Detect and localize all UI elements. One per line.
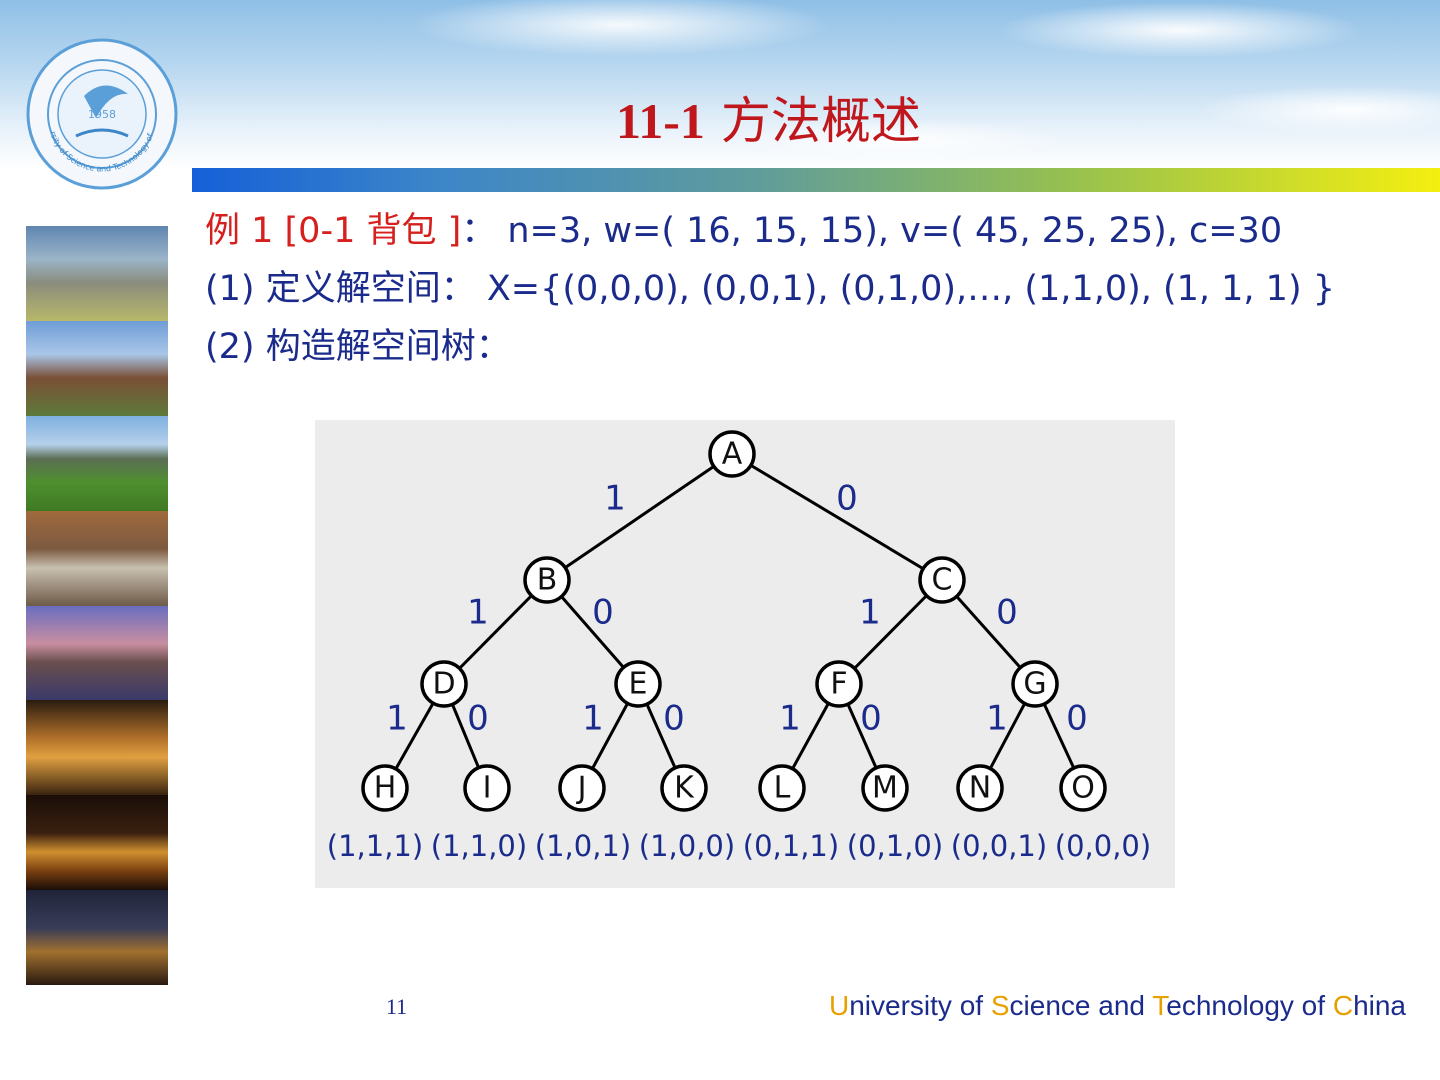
- tree-node-label: M: [872, 771, 898, 806]
- tree-node-label: D: [432, 667, 455, 702]
- example-label: 例 1 [0-1 背包 ]: [205, 211, 461, 251]
- tree-node-label: K: [674, 771, 695, 806]
- tree-node-label: E: [629, 667, 648, 702]
- tree-node-label: A: [722, 437, 743, 472]
- footer-word: niversity of: [849, 990, 991, 1021]
- leaf-vector-label: (1,1,1): [327, 829, 423, 863]
- campus-photo: [26, 511, 168, 606]
- campus-photo: [26, 226, 168, 321]
- edge-label: 1: [386, 699, 408, 739]
- footer-word: hina: [1353, 990, 1406, 1021]
- tree-edge: [547, 454, 732, 580]
- footer-word: echnology of: [1166, 990, 1333, 1021]
- campus-photo-strip: [26, 226, 168, 985]
- tree-diagram: 1 0 1 0 1 0 1 0 1 0 1 0 1 0 A B C D E F G H I J K L M N O (1,1,1)(1,1…: [315, 420, 1175, 888]
- example-line: 例 1 [0-1 背包 ]： n=3, w=( 16, 15, 15), v=(…: [205, 206, 1282, 256]
- edge-label: 0: [467, 699, 489, 739]
- leaf-vector-label: (1,1,0): [431, 829, 527, 863]
- solution-space-line: (1) 定义解空间： X={(0,0,0), (0,0,1), (0,1,0),…: [205, 264, 1335, 314]
- tree-node-label: I: [483, 771, 492, 806]
- footer-initial: C: [1333, 990, 1353, 1021]
- campus-photo: [26, 890, 168, 985]
- title-number: 11-1: [616, 93, 705, 149]
- tree-node-label: G: [1023, 667, 1046, 702]
- footer-initial: U: [829, 990, 849, 1021]
- university-logo: 1958 University of Science and Technolog…: [24, 36, 180, 192]
- edge-label: 1: [604, 479, 626, 519]
- leaf-vector-label: (1,0,0): [639, 829, 735, 863]
- title-text: 方法概述: [721, 93, 921, 149]
- tree-node-label: J: [576, 771, 587, 806]
- edge-label: 0: [1066, 699, 1088, 739]
- edge-label: 0: [592, 593, 614, 633]
- edge-label: 1: [582, 699, 604, 739]
- logo-year: 1958: [88, 108, 116, 121]
- edge-label: 1: [859, 593, 881, 633]
- page-title: 11-1 方法概述: [616, 86, 921, 156]
- footer-initial: S: [991, 990, 1010, 1021]
- campus-photo: [26, 795, 168, 890]
- tree-node-label: H: [374, 771, 397, 806]
- footer-word: cience and: [1010, 990, 1153, 1021]
- edge-label: 0: [663, 699, 685, 739]
- tree-node-label: N: [969, 771, 991, 806]
- tree-heading-line: (2) 构造解空间树：: [205, 322, 511, 372]
- leaf-vector-label: (0,0,0): [1055, 829, 1151, 863]
- tree-node-label: F: [830, 667, 847, 702]
- leaf-vector-label: (0,1,0): [847, 829, 943, 863]
- tree-node-label: C: [932, 563, 953, 598]
- edge-label: 1: [467, 593, 489, 633]
- page-number: 11: [386, 994, 407, 1020]
- university-footer: University of Science and Technology of …: [829, 990, 1406, 1022]
- edge-label: 1: [779, 699, 801, 739]
- edge-label: 0: [860, 699, 882, 739]
- edge-label: 0: [996, 593, 1018, 633]
- leaf-vector-label: (1,0,1): [535, 829, 631, 863]
- tree-node-label: L: [774, 771, 791, 806]
- campus-photo: [26, 606, 168, 701]
- tree-node-label: B: [537, 563, 558, 598]
- footer-initial: T: [1152, 990, 1166, 1021]
- title-gradient-bar: [192, 168, 1440, 192]
- campus-photo: [26, 321, 168, 416]
- campus-photo: [26, 416, 168, 511]
- tree-node-label: O: [1071, 771, 1095, 806]
- leaf-vector-label: (0,1,1): [743, 829, 839, 863]
- campus-photo: [26, 700, 168, 795]
- edge-label: 1: [986, 699, 1008, 739]
- example-params: ： n=3, w=( 16, 15, 15), v=( 45, 25, 25),…: [461, 211, 1282, 251]
- edge-label: 0: [836, 479, 858, 519]
- solution-space-tree: 1 0 1 0 1 0 1 0 1 0 1 0 1 0 A B C D E F G H I J K L M N O (1,1,1)(1,1…: [315, 420, 1175, 888]
- leaf-vector-label: (0,0,1): [951, 829, 1047, 863]
